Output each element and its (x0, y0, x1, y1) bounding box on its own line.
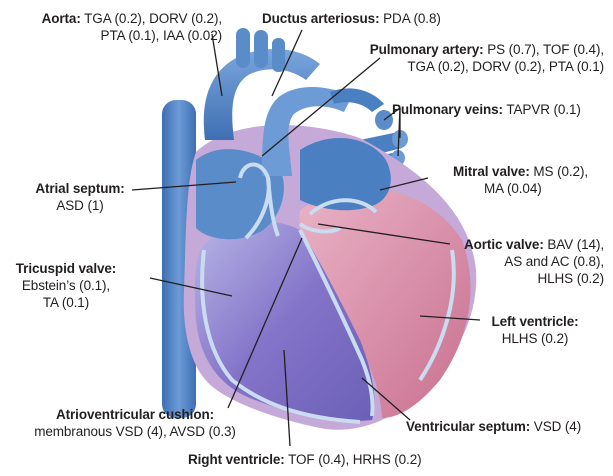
left-ventricle-title: Left ventricle: (491, 314, 578, 329)
label-aortic-valve: Aortic valve: BAV (14), AS and AC (0.8),… (444, 236, 604, 287)
aorta-title: Aorta: (42, 11, 81, 26)
label-pulmonary-artery: Pulmonary artery: PS (0.7), TOF (0.4), T… (316, 41, 604, 75)
pulmonary-veins-title: Pulmonary veins: (392, 102, 503, 117)
aorta-line1: TGA (0.2), DORV (0.2), (84, 11, 222, 26)
mitral-valve-line2: MA (0.04) (428, 180, 588, 197)
label-ventricular-septum: Ventricular septum: VSD (4) (406, 418, 581, 435)
av-cushion-line2: membranous VSD (4), AVSD (0.3) (4, 423, 266, 440)
label-tricuspid-valve: Tricuspid valve: Ebstein’s (0.1), TA (0.… (4, 260, 128, 311)
right-ventricle-line1: TOF (0.4), HRHS (0.2) (288, 452, 421, 467)
aortic-valve-title: Aortic valve: (464, 237, 544, 252)
label-right-ventricle: Right ventricle: TOF (0.4), HRHS (0.2) (188, 451, 422, 468)
aorta-branch-1 (236, 28, 250, 68)
ventricular-septum-title: Ventricular septum: (406, 419, 530, 434)
aorta-branch-3 (272, 38, 285, 72)
aortic-valve-line3: HLHS (0.2) (444, 270, 604, 287)
label-ductus-arteriosus: Ductus arteriosus: PDA (0.8) (262, 10, 441, 27)
pulmonary-artery-line1: PS (0.7), TOF (0.4), (487, 42, 604, 57)
aortic-valve-line2: AS and AC (0.8), (444, 253, 604, 270)
pulmonary-artery-line2: TGA (0.2), DORV (0.2), PTA (0.1) (316, 58, 604, 75)
label-mitral-valve: Mitral valve: MS (0.2), MA (0.04) (428, 163, 588, 197)
ventricular-septum-line1: VSD (4) (534, 419, 581, 434)
label-aorta: Aorta: TGA (0.2), DORV (0.2), PTA (0.1),… (6, 10, 222, 44)
aorta-line2: PTA (0.1), IAA (0.02) (6, 27, 222, 44)
pulmonary-artery-title: Pulmonary artery: (370, 42, 484, 57)
aorta-branch-2 (254, 30, 268, 68)
mitral-valve-title: Mitral valve: (453, 164, 530, 179)
left-ventricle-line2: HLHS (0.2) (470, 330, 600, 347)
tricuspid-valve-title: Tricuspid valve: (16, 261, 116, 276)
right-ventricle-title: Right ventricle: (188, 452, 285, 467)
pulmonary-veins-line1: TAPVR (0.1) (506, 102, 580, 117)
atrial-septum-title: Atrial septum: (35, 181, 124, 196)
ductus-title: Ductus arteriosus: (262, 11, 379, 26)
aortic-valve-line1: BAV (14), (547, 237, 604, 252)
atrial-septum-line2: ASD (1) (26, 197, 134, 214)
label-av-cushion: Atrioventricular cushion: membranous VSD… (4, 406, 266, 440)
ductus-line1: PDA (0.8) (383, 11, 441, 26)
tricuspid-valve-line3: TA (0.1) (4, 294, 128, 311)
av-cushion-title: Atrioventricular cushion: (56, 407, 214, 422)
tricuspid-valve-line2: Ebstein’s (0.1), (4, 277, 128, 294)
label-pulmonary-veins: Pulmonary veins: TAPVR (0.1) (392, 101, 581, 118)
mitral-valve-line1: MS (0.2), (533, 164, 588, 179)
label-atrial-septum: Atrial septum: ASD (1) (26, 180, 134, 214)
label-left-ventricle: Left ventricle: HLHS (0.2) (470, 313, 600, 347)
